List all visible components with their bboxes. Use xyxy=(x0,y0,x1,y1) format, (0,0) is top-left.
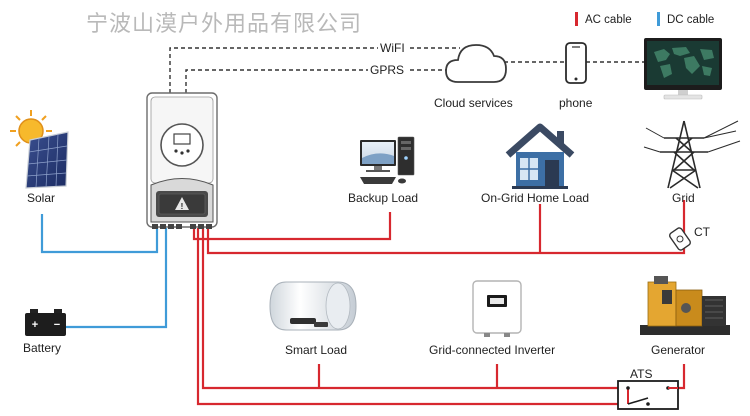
monitor-icon xyxy=(644,38,722,100)
solar-panel-icon xyxy=(10,110,69,189)
wifi-label: WiFI xyxy=(380,41,405,55)
house-icon xyxy=(505,123,575,189)
generator-label: Generator xyxy=(651,343,706,357)
grid-inverter-icon xyxy=(472,280,522,337)
dc-legend-label: DC cable xyxy=(667,14,715,26)
gprs-label: GPRS xyxy=(370,63,405,77)
dc-cables xyxy=(40,214,168,329)
backup-load-label: Backup Load xyxy=(348,191,419,205)
wifi-link xyxy=(169,47,378,93)
power-pylon-icon xyxy=(643,120,741,189)
battery-icon: + − xyxy=(25,309,66,336)
battery-label: Battery xyxy=(23,341,62,355)
cloud-services-label: Cloud services xyxy=(434,96,513,110)
hybrid-inverter-icon: ! xyxy=(146,92,218,229)
ct-label: CT xyxy=(694,225,710,239)
ats-switch-icon xyxy=(617,380,679,410)
dc-legend-swatch xyxy=(657,12,660,26)
ac-legend-label: AC cable xyxy=(585,14,632,26)
grid-label: Grid xyxy=(672,191,695,205)
svg-text:−: − xyxy=(54,319,60,331)
gprs-link xyxy=(185,69,368,93)
svg-text:!: ! xyxy=(181,202,184,211)
generator-cable xyxy=(678,364,686,390)
current-transformer-icon xyxy=(669,227,691,251)
cloud-icon xyxy=(445,44,507,83)
ac-legend-swatch xyxy=(575,12,578,26)
legend-dc: DC cable xyxy=(657,12,714,26)
company-watermark: 宁波山漠户外用品有限公司 xyxy=(86,12,363,37)
ac-cables xyxy=(192,200,686,406)
phone-label: phone xyxy=(559,96,593,110)
solar-label: Solar xyxy=(27,191,56,205)
home-load-label: On-Grid Home Load xyxy=(481,191,590,205)
generator-ats-cable xyxy=(196,228,648,406)
solar-dc-cable xyxy=(40,214,159,254)
svg-text:+: + xyxy=(32,319,38,331)
desktop-computer-icon xyxy=(360,136,415,184)
grid-inverter-label: Grid-connected Inverter xyxy=(429,343,556,357)
water-heater-icon xyxy=(269,281,357,331)
grid-cable xyxy=(206,200,686,255)
generator-icon xyxy=(640,276,730,335)
legend-ac: AC cable xyxy=(575,12,632,26)
phone-icon xyxy=(565,42,587,84)
battery-dc-cable xyxy=(66,228,168,329)
smart-load-label: Smart Load xyxy=(285,343,348,357)
smart-load-cable xyxy=(201,228,618,390)
backup-load-cable xyxy=(192,212,392,241)
ats-label: ATS xyxy=(630,367,653,381)
